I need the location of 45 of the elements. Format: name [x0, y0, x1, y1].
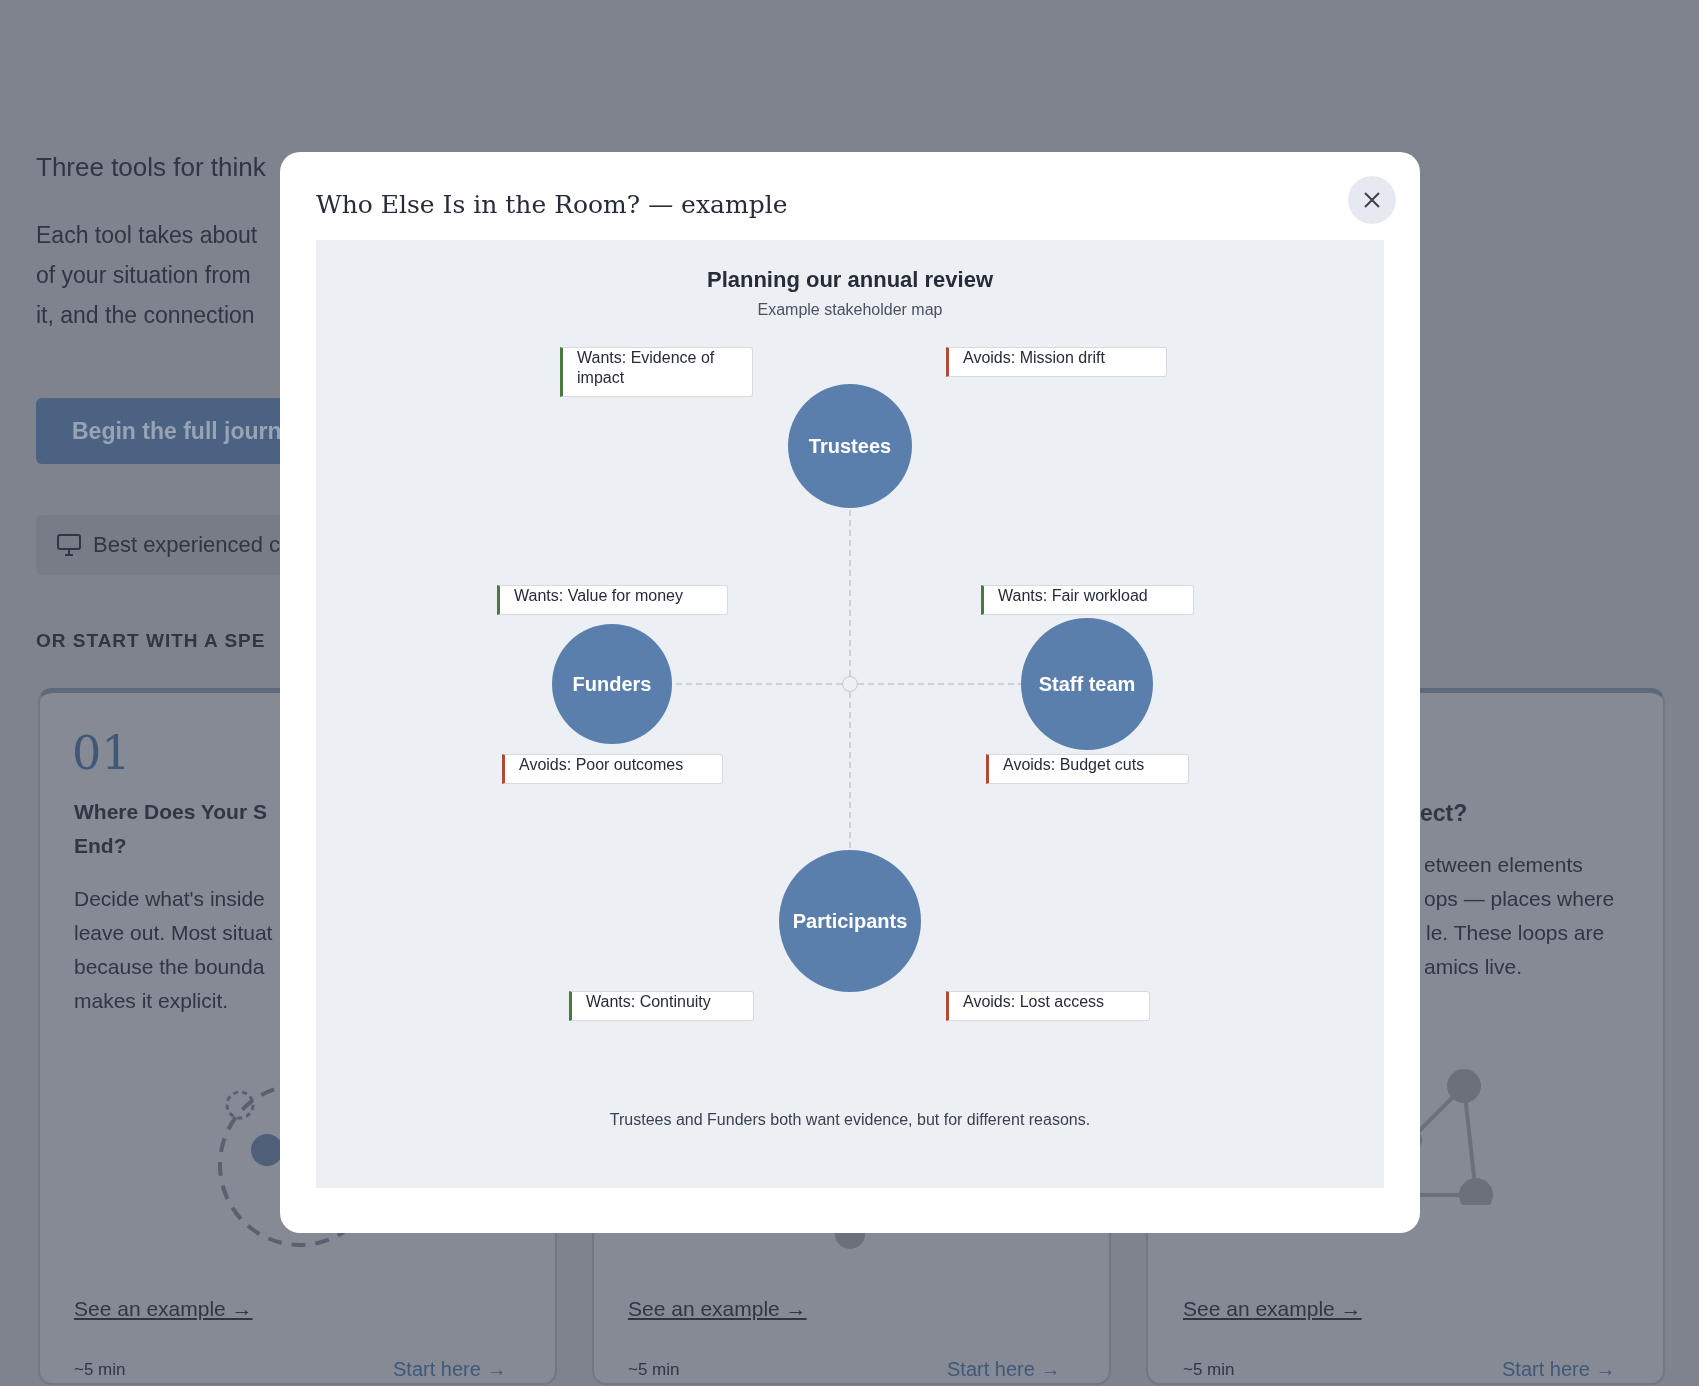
card-title: Where Does Your S [74, 800, 267, 824]
card-number: 01 [72, 726, 131, 780]
note-card: Wants: Fair workload [981, 585, 1194, 615]
duration-text: ~5 min [1183, 1360, 1235, 1380]
note-card: Avoids: Lost access [946, 991, 1150, 1021]
card-description: leave out. Most situat [74, 921, 273, 945]
note-card: Avoids: Budget cuts [986, 754, 1189, 784]
stakeholder-circle: Trustees [788, 384, 912, 508]
example-link: See an example → [74, 1297, 253, 1321]
card-title: End? [74, 834, 127, 858]
example-link: See an example → [1183, 1297, 1362, 1321]
diagram-subtitle: Example stakeholder map [756, 301, 944, 319]
diagram-caption: Trustees and Funders both want evidence, but for different reasons. [608, 1111, 1092, 1129]
note-card: Wants: Evidence of impact [560, 347, 753, 397]
card-title: ect? [1420, 800, 1468, 827]
duration-text: ~5 min [74, 1360, 126, 1380]
hub-circle [842, 676, 858, 692]
card-description: etween elements [1424, 853, 1583, 877]
start-link: Start here → [947, 1358, 1061, 1381]
modal-title: Who Else Is in the Room? — example [316, 190, 788, 219]
card-description: le. These loops are [1426, 921, 1605, 945]
card-description: ops — places where [1424, 887, 1615, 911]
stakeholder-circle: Staff team [1021, 618, 1153, 750]
example-link: See an example → [628, 1297, 807, 1321]
intro-text: it, and the connection [36, 302, 255, 329]
start-button: Begin the full journ [36, 398, 280, 464]
note-card: Avoids: Mission drift [946, 347, 1167, 377]
stakeholder-circle: Funders [552, 624, 672, 744]
intro-text: of your situation from [36, 262, 251, 289]
duration-text: ~5 min [628, 1360, 680, 1380]
start-link: Start here → [393, 1358, 507, 1381]
section-heading: OR START WITH A SPE [36, 630, 266, 652]
card-description: because the bounda [74, 955, 265, 979]
diagram-title: Planning our annual review [705, 267, 995, 293]
note-card: Wants: Continuity [569, 991, 754, 1021]
subtitle: Three tools for think [36, 152, 266, 183]
stakeholder-circle: Participants [779, 850, 921, 992]
note-card: Avoids: Poor outcomes [502, 754, 723, 784]
note-card: Wants: Value for money [497, 585, 728, 615]
card-description: amics live. [1424, 955, 1523, 979]
intro-text: Each tool takes about [36, 222, 258, 249]
start-link: Start here → [1502, 1358, 1616, 1381]
card-description: Decide what's inside [74, 887, 265, 911]
card-description: makes it explicit. [74, 989, 229, 1013]
notice-text: Best experienced c [93, 532, 281, 558]
